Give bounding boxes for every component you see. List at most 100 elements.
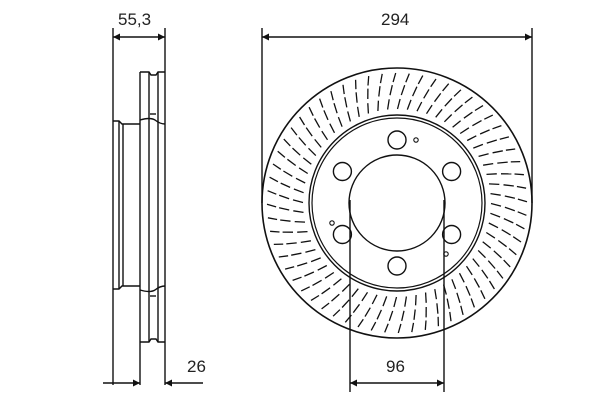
locator-hole xyxy=(329,220,335,226)
bolt-hole xyxy=(387,130,407,150)
vent-dash xyxy=(401,310,405,322)
dim-label-thickness: 26 xyxy=(187,357,206,376)
vent-dash xyxy=(516,185,527,189)
vent-dash xyxy=(371,294,378,305)
hat-transition-bottom xyxy=(139,285,166,293)
vent-dash xyxy=(452,120,462,128)
vent-dash xyxy=(278,255,289,258)
vent-dash xyxy=(305,127,313,137)
vent-dash xyxy=(490,192,501,196)
bolt-holes xyxy=(332,130,462,276)
vent-dash xyxy=(436,303,439,314)
vent-dash xyxy=(332,278,342,286)
vent-dash xyxy=(283,138,291,147)
vent-dash xyxy=(446,298,450,309)
vent-dash xyxy=(492,124,502,130)
vent-dash xyxy=(424,292,427,303)
vent-dash xyxy=(411,322,415,333)
vent-dash xyxy=(514,173,524,176)
vent-dash xyxy=(482,162,494,166)
vent-dash xyxy=(280,219,291,222)
vent-dash xyxy=(485,231,496,239)
vent-dash xyxy=(323,110,329,121)
vent-dash xyxy=(416,101,423,112)
vent-dash xyxy=(321,130,329,141)
vent-dash xyxy=(324,271,335,279)
vent-dash xyxy=(512,236,522,243)
vent-dash xyxy=(451,279,457,290)
vent-dash xyxy=(378,86,381,97)
vent-dash xyxy=(443,114,453,123)
vent-dash xyxy=(286,242,297,245)
ventilation-slots xyxy=(266,72,528,334)
face-view xyxy=(261,28,533,392)
vent-dash xyxy=(481,269,489,279)
vent-dash xyxy=(278,194,290,200)
vent-dash xyxy=(272,163,282,170)
vent-dash xyxy=(321,287,331,295)
hat-ring-inner xyxy=(311,117,483,289)
vent-dash xyxy=(406,99,412,110)
vent-dash xyxy=(417,75,424,85)
vent-dash xyxy=(515,223,525,230)
vent-dash xyxy=(449,311,452,322)
vent-dash xyxy=(297,262,308,267)
vent-dash xyxy=(333,103,338,114)
vent-dash xyxy=(501,229,511,236)
vent-dash xyxy=(297,230,308,233)
vent-dash xyxy=(487,260,496,269)
vent-dash xyxy=(356,106,360,118)
vent-dash xyxy=(414,294,417,306)
vent-dash xyxy=(486,173,497,176)
vent-dash xyxy=(361,291,369,302)
vent-dash xyxy=(470,298,476,308)
vent-dash xyxy=(270,230,280,233)
vent-dash xyxy=(342,84,345,95)
vent-dash xyxy=(472,120,482,127)
vent-dash xyxy=(497,161,508,164)
vent-dash xyxy=(477,249,486,259)
vent-dash xyxy=(492,150,503,154)
vent-dash xyxy=(298,167,309,175)
vent-dash xyxy=(503,218,514,224)
vent-dash xyxy=(517,198,528,203)
vent-dash xyxy=(367,76,370,86)
vent-dash xyxy=(384,323,389,333)
vent-dash xyxy=(377,100,380,112)
vent-dash xyxy=(300,240,312,244)
vent-dash xyxy=(298,137,307,146)
vent-dash xyxy=(332,309,341,317)
vent-dash xyxy=(460,305,464,316)
vent-dash xyxy=(329,123,336,134)
vent-dash xyxy=(412,86,418,97)
vent-dash xyxy=(304,271,315,277)
vent-dash xyxy=(302,157,312,165)
vent-dash xyxy=(294,220,306,223)
vent-dash xyxy=(396,98,401,110)
vent-dash xyxy=(376,309,382,320)
vent-dash xyxy=(484,114,494,120)
vent-dash xyxy=(472,258,480,268)
vent-dash xyxy=(505,148,516,151)
vent-dash xyxy=(287,158,297,167)
vent-dash xyxy=(310,294,320,301)
vent-dash xyxy=(267,217,278,221)
vent-dash xyxy=(482,241,492,249)
vent-dash xyxy=(474,105,484,112)
disc-rim-bottom xyxy=(140,338,165,343)
vent-dash xyxy=(479,129,490,135)
vent-dash xyxy=(266,203,277,208)
vent-dash xyxy=(413,309,416,320)
center-bore xyxy=(348,154,446,252)
vent-dash xyxy=(465,265,473,276)
bolt-hole xyxy=(387,256,407,276)
vent-dash xyxy=(344,97,348,108)
vent-dash xyxy=(434,288,438,300)
vent-dash xyxy=(300,286,310,292)
vent-dash xyxy=(308,106,314,116)
vent-dash xyxy=(305,248,316,253)
hat-top-edge xyxy=(113,120,140,125)
vent-dash xyxy=(499,136,510,140)
vent-dash xyxy=(393,296,398,308)
vent-dash xyxy=(508,248,517,256)
